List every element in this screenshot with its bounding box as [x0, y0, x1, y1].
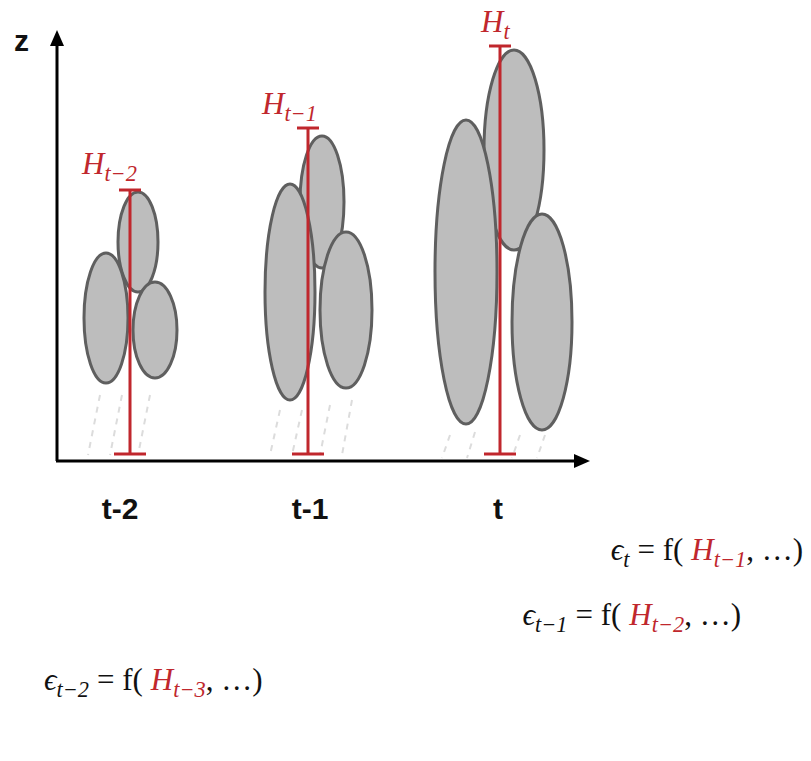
height-label: Ht: [481, 4, 510, 45]
subscript-text: t: [503, 19, 509, 44]
subscript-text: t: [623, 547, 629, 572]
time-label: t-1: [260, 492, 360, 526]
equation: ϵt−2 = f(Ht−3, …): [44, 662, 262, 703]
label-text: t-2: [102, 492, 139, 525]
label-text: ϵ: [44, 662, 57, 697]
label-text: H: [151, 662, 173, 697]
subscript-text: t−1: [714, 547, 746, 572]
subscript-text: t−1: [535, 612, 567, 637]
equation: ϵt−1 = f(Ht−2, …): [523, 597, 741, 638]
label-text: H: [82, 146, 104, 181]
label-text: H: [262, 86, 284, 121]
label-text: , …): [206, 662, 263, 697]
subscript-text: t−2: [104, 161, 136, 186]
subscript-text: t−1: [284, 101, 316, 126]
label-text: = f(: [97, 662, 143, 697]
label-text: = f(: [637, 532, 683, 567]
subscript-text: t−2: [652, 612, 684, 637]
axis-label: z: [14, 24, 29, 58]
label-text: , …): [746, 532, 803, 567]
subscript-text: t−2: [57, 677, 89, 702]
label-text: z: [14, 24, 29, 57]
time-label: t-2: [70, 492, 170, 526]
label-text: H: [629, 597, 651, 632]
label-text: H: [481, 4, 503, 39]
label-text: t-1: [292, 492, 329, 525]
label-text: ϵ: [523, 597, 536, 632]
height-bars: [114, 46, 516, 454]
label-text: t: [493, 492, 503, 525]
axes: [50, 30, 590, 468]
label-text: H: [691, 532, 713, 567]
time-label: t: [448, 492, 548, 526]
height-label: Ht−1: [262, 86, 317, 127]
label-text: ϵ: [611, 532, 624, 567]
equation: ϵt = f(Ht−1, …): [611, 532, 803, 573]
label-text: = f(: [575, 597, 621, 632]
height-label: Ht−2: [82, 146, 137, 187]
subscript-text: t−3: [173, 677, 205, 702]
label-text: , …): [684, 597, 741, 632]
